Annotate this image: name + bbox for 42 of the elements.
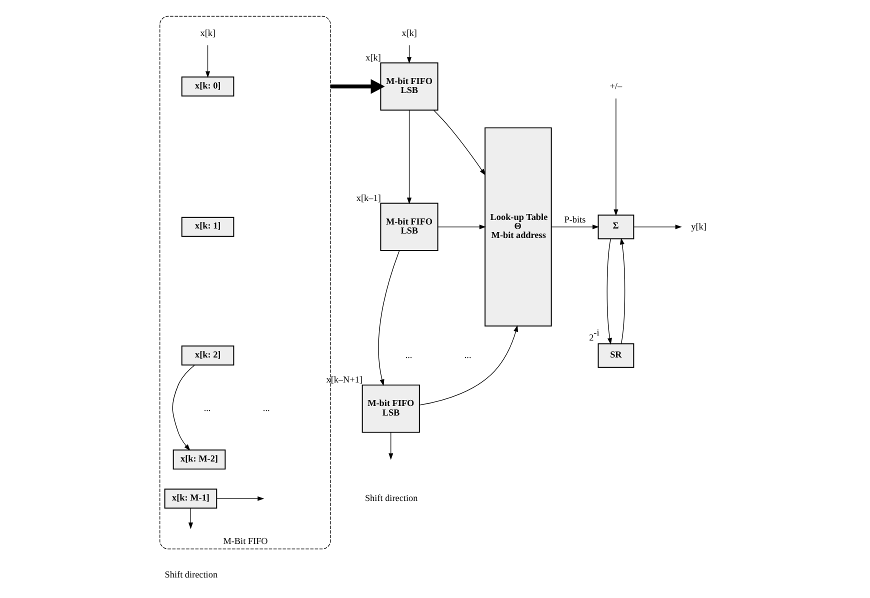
arrow	[432, 110, 486, 176]
arrow	[632, 224, 682, 230]
arrow	[378, 250, 400, 386]
arrow	[216, 496, 264, 501]
arrow	[550, 224, 599, 230]
node-box: x[k: 0]	[180, 76, 234, 96]
arrow	[619, 238, 625, 344]
arrow	[406, 44, 412, 64]
arrow	[606, 238, 612, 345]
arrow	[418, 325, 518, 406]
node-text: x[k]	[401, 28, 416, 38]
node-box: M-bit FIFO LSB	[361, 384, 420, 433]
node-box: M-bit FIFO LSB	[380, 202, 438, 252]
arrow	[437, 224, 486, 230]
node-label: x[k–N+1]	[326, 374, 362, 385]
arrow	[388, 432, 393, 460]
arrow	[406, 110, 412, 204]
node-box: SR	[597, 343, 634, 368]
label: Shift direction	[364, 493, 418, 504]
node-label: x[k]	[365, 52, 380, 62]
node-text: +/–	[609, 80, 622, 91]
label: ...	[262, 403, 270, 414]
node-box: x[k: M-2]	[172, 450, 226, 470]
node-box: x[k: M-1]	[164, 488, 217, 509]
arrow	[172, 364, 194, 451]
node-label: x[k–1]	[356, 192, 380, 203]
label: ...	[203, 403, 210, 414]
node-box: Σ	[597, 214, 634, 240]
arrow	[330, 79, 384, 94]
edge-label: P-bits	[564, 214, 586, 224]
node-box: x[k: 1]	[180, 216, 234, 237]
node-box: x[k: 2]	[180, 346, 234, 366]
arrow	[613, 98, 618, 216]
node-text: x[k]	[200, 28, 216, 38]
node-box: Look-up Table Θ M-bit address	[484, 127, 552, 326]
arrow	[204, 44, 210, 78]
node-box: M-bit FIFO LSB	[380, 62, 438, 111]
label: ...	[404, 350, 412, 360]
label: Shift direction	[164, 570, 218, 580]
node-text: y[k]	[690, 221, 706, 232]
arrow	[188, 508, 193, 530]
label: ...	[464, 350, 471, 360]
